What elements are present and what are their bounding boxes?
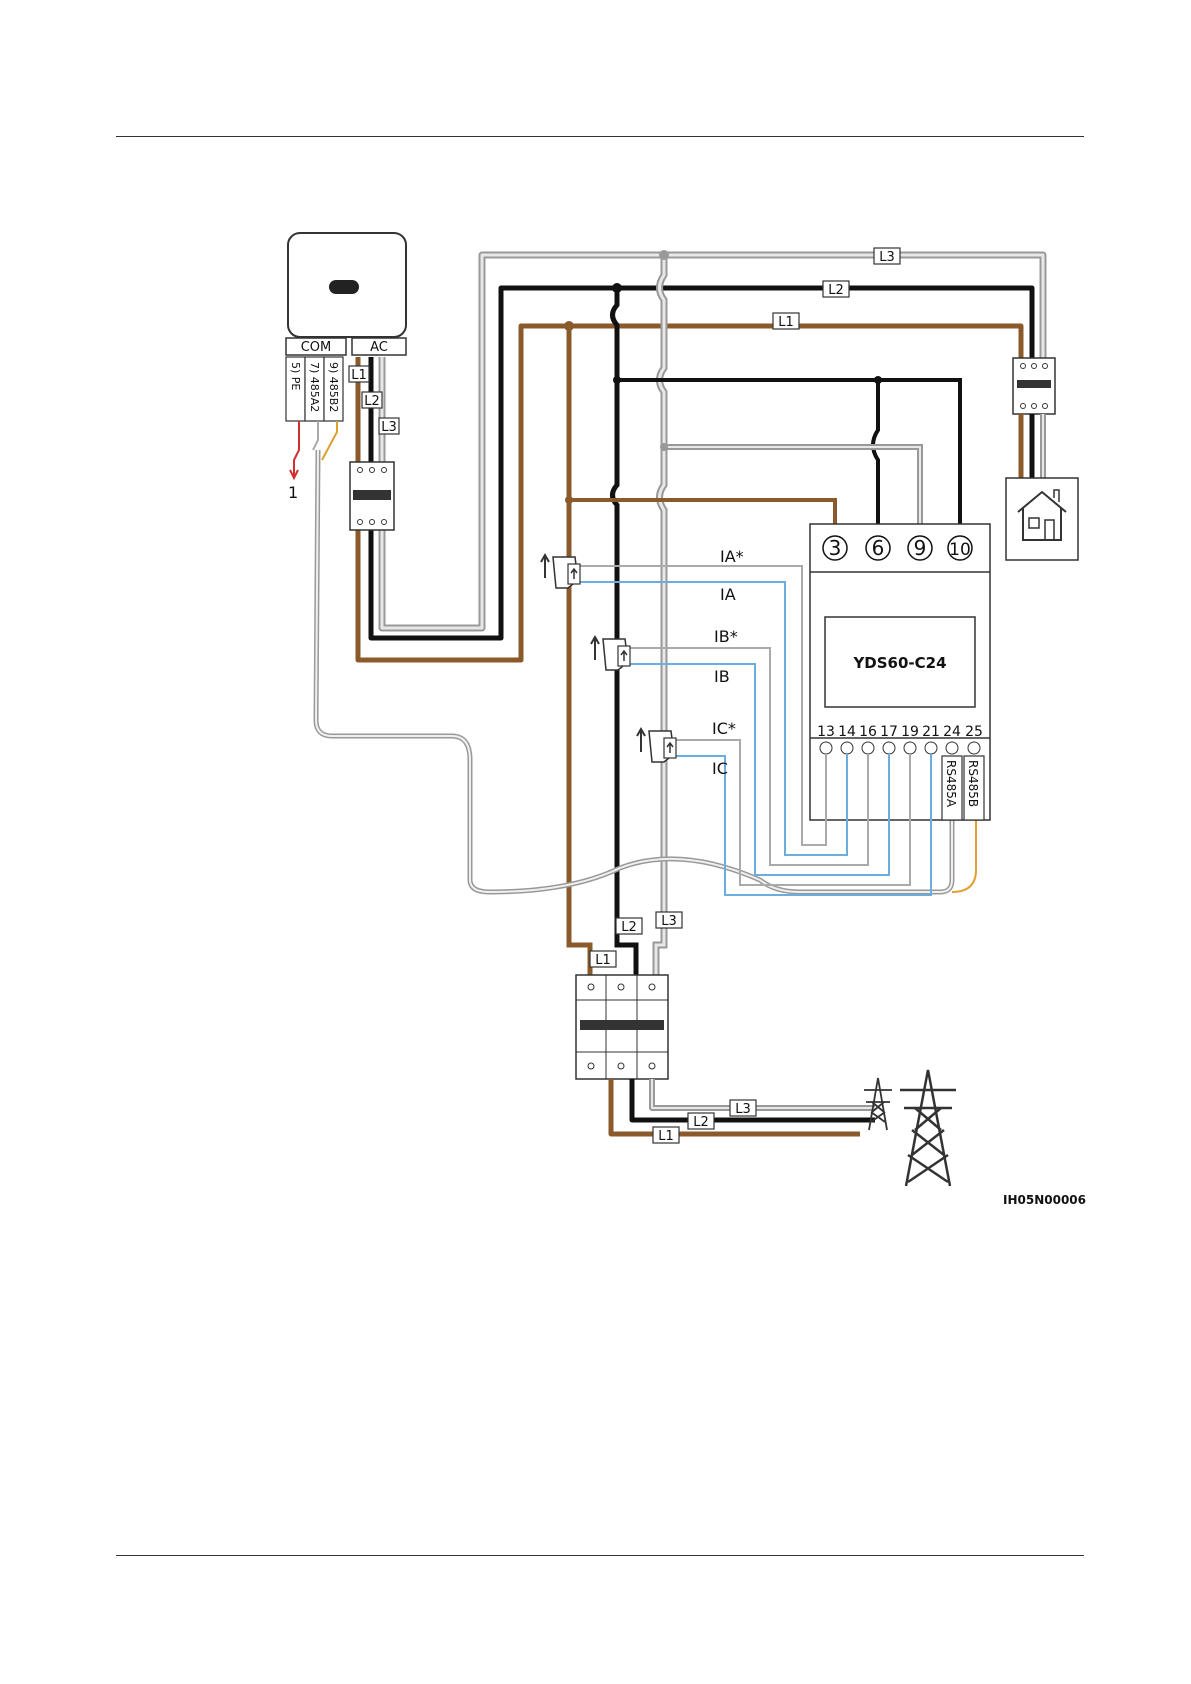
energy-meter: YDS60-C24 (810, 524, 990, 820)
terminal-3: 3 (829, 536, 842, 560)
rs485a-label: RS485A (944, 760, 958, 808)
ct-a (541, 555, 580, 588)
com-label: COM (301, 340, 332, 355)
pin-485b2: 9) 485B2 (327, 362, 340, 412)
figure-id: IH05N00006 (1003, 1193, 1086, 1207)
ct-c-arrow-icon (637, 729, 645, 752)
label-l2-grid: L2 (693, 1115, 709, 1130)
inverter-logo-icon (329, 280, 359, 294)
label-l2-mid: L2 (621, 920, 637, 935)
ct-b-arrow-icon (591, 637, 599, 660)
house-breaker (1013, 358, 1055, 414)
ct-ia-star: IA* (720, 547, 744, 566)
label-l3-inv: L3 (381, 420, 397, 435)
ct-ia: IA (720, 585, 736, 604)
terminal-6: 6 (872, 536, 885, 560)
inverter-breaker (350, 462, 394, 530)
terminal-9: 9 (914, 536, 927, 560)
rs485b-label: RS485B (966, 760, 980, 807)
terminal-21: 21 (922, 724, 940, 740)
pe-wire (294, 421, 299, 478)
ct-a-arrow-icon (541, 555, 549, 578)
label-l3-mid: L3 (661, 914, 677, 929)
label-l3-top: L3 (879, 250, 895, 265)
ct-b (591, 637, 630, 670)
label-l1-grid: L1 (658, 1129, 674, 1144)
terminal-16: 16 (859, 724, 877, 740)
pe-callout: 1 (288, 483, 298, 502)
ct-ic-star: IC* (712, 719, 736, 738)
terminal-25: 25 (965, 724, 983, 740)
terminal-13: 13 (817, 724, 835, 740)
label-l1-mid: L1 (595, 953, 611, 968)
terminal-10: 10 (949, 540, 971, 560)
ct-ic: IC (712, 759, 728, 778)
label-l2-inv: L2 (364, 394, 380, 409)
pin-485a2: 7) 485A2 (308, 362, 321, 412)
terminal-19: 19 (901, 724, 919, 740)
ct-c (637, 729, 676, 762)
inverter: COM AC 5) PE 7) 485A2 9) 485B2 (286, 233, 406, 421)
label-l2-top: L2 (828, 283, 844, 298)
house-icon (1006, 478, 1078, 560)
terminal-14: 14 (838, 724, 856, 740)
ct-ib-star: IB* (714, 627, 738, 646)
ct-ib: IB (714, 667, 730, 686)
grid-breaker (576, 975, 668, 1079)
terminal-17: 17 (880, 724, 898, 740)
label-l1-inv: L1 (351, 368, 367, 383)
meter-model: YDS60-C24 (852, 654, 946, 672)
terminal-24: 24 (943, 724, 961, 740)
label-l1-top: L1 (778, 315, 794, 330)
label-l3-grid: L3 (735, 1102, 751, 1117)
pylon-large-icon (900, 1070, 956, 1186)
pin-pe: 5) PE (289, 362, 302, 390)
ac-label: AC (370, 340, 388, 355)
